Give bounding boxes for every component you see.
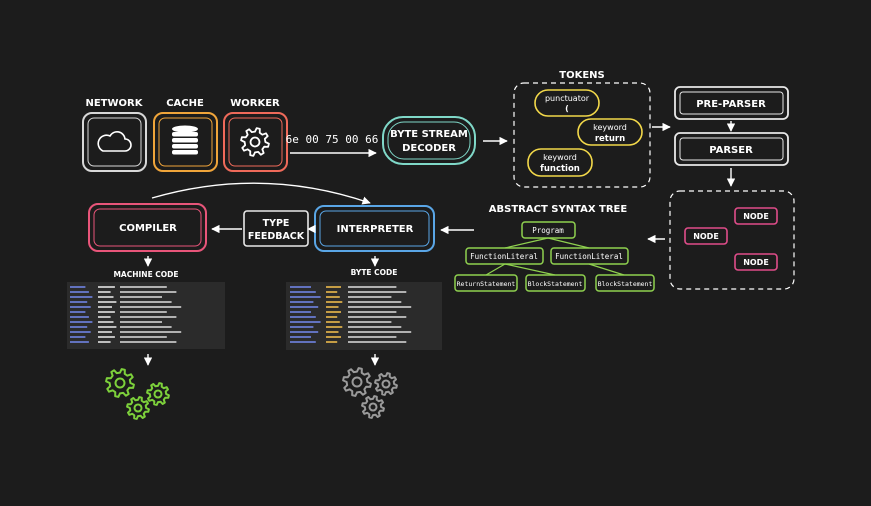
gear-icon [105,368,135,398]
token-function-value: function [540,164,580,174]
ast-node-block-statement-2: BlockStatement [595,274,655,292]
ast-node-program: Program [521,221,576,239]
node-top: NODE [734,207,778,225]
decoder-line2: DECODER [402,143,456,154]
cloud-icon [97,131,132,152]
pre-parser-box: PRE-PARSER [674,86,789,120]
ast-title: ABSTRACT SYNTAX TREE [489,204,628,215]
gear-icon [240,127,270,157]
compiler-label: COMPILER [119,223,177,234]
network-label: NETWORK [85,98,143,109]
gear-icon [374,372,398,396]
ast-block-statement-1-label: BlockStatement [528,280,583,288]
node-left-label: NODE [693,232,719,241]
ast-function-literal-2-label: FunctionLiteral [555,252,623,261]
ast-function-literal-1-label: FunctionLiteral [470,252,538,261]
gear-icon [361,395,385,419]
worker-label: WORKER [230,98,280,109]
ast-program-label: Program [532,226,564,235]
type-feedback-line2: FEEDBACK [248,231,305,242]
node-top-label: NODE [743,212,769,221]
worker-box [223,112,288,172]
type-feedback-line1: TYPE [263,218,290,229]
interpreter-label: INTERPRETER [337,224,414,235]
token-keyword-return: keyword return [577,118,643,146]
cache-label: CACHE [166,98,204,109]
token-punctuator-type: punctuator [545,94,590,103]
token-return-value: return [595,134,625,144]
byte-stream-decoder: BYTE STREAM DECODER [382,116,476,165]
node-bottom-label: NODE [743,258,769,267]
byte-sequence: 6e 00 75 00 66 [286,133,379,146]
token-keyword-function: keyword function [527,148,593,177]
decoder-line1: BYTE STREAM [390,129,468,140]
ast-node-return-statement: ReturnStatement [454,274,518,292]
cache-box [153,112,218,172]
ast-block-statement-2-label: BlockStatement [598,280,653,288]
pre-parser-label: PRE-PARSER [696,99,766,110]
ast-node-function-literal-2: FunctionLiteral [550,247,629,265]
token-return-type: keyword [593,123,627,132]
network-box [82,112,147,172]
type-feedback-box: TYPE FEEDBACK [243,210,309,247]
compiler-box: COMPILER [88,203,207,252]
gear-icon [126,396,150,420]
ast-return-statement-label: ReturnStatement [457,280,516,288]
ast-node-function-literal-1: FunctionLiteral [465,247,544,265]
ast-node-block-statement-1: BlockStatement [525,274,586,292]
byte-code-gears [342,367,398,419]
parser-label: PARSER [709,145,753,156]
machine-code-listing [67,282,225,349]
tokens-region [513,82,651,188]
token-punctuator-value: ( [565,104,569,113]
node-bottom: NODE [734,253,778,271]
token-punctuator: punctuator ( [534,89,600,117]
interpreter-box: INTERPRETER [314,205,435,252]
machine-code-gears [105,368,170,420]
token-function-type: keyword [543,153,577,162]
machine-code-label: MACHINE CODE [113,270,178,279]
node-left: NODE [684,227,728,245]
gear-icon [146,382,170,406]
byte-code-listing [286,282,442,350]
gear-icon [342,367,372,397]
compiler-to-interpreter-arc [151,182,371,205]
parser-box: PARSER [674,132,789,166]
byte-code-label: BYTE CODE [351,268,398,277]
nodes-region [669,190,795,290]
tokens-title: TOKENS [559,70,604,81]
database-icon [172,125,198,155]
ast-edges [485,237,625,276]
